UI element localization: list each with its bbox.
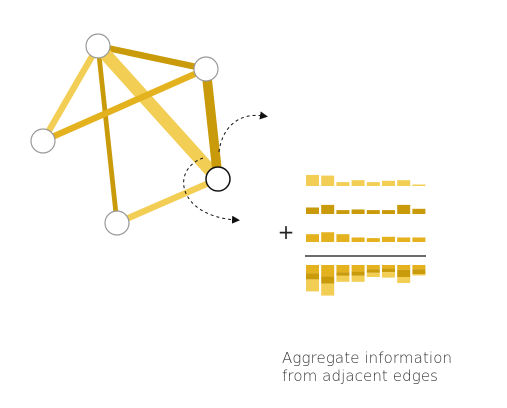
graph-edge: [39, 65, 210, 145]
aggregate-bar: [336, 275, 350, 282]
center-node: [205, 166, 231, 192]
graph-edge: [113, 175, 222, 227]
feature-bar: [382, 236, 395, 242]
aggregate-bar: [366, 265, 380, 270]
aggregate-bar: [382, 268, 395, 273]
aggregate-bar: [366, 269, 380, 273]
aggregate-bar: [306, 273, 319, 280]
feature-bar: [336, 182, 350, 186]
feature-bar: [321, 232, 335, 242]
plus-operator: +: [278, 220, 295, 244]
edge-feature-bars: [306, 174, 426, 242]
feature-bar: [397, 204, 411, 214]
aggregate-bar: [397, 265, 411, 270]
feature-bar: [412, 184, 426, 186]
aggregate-bar: [412, 265, 426, 270]
feature-bar: [321, 175, 335, 186]
feature-bar: [306, 174, 319, 186]
aggregate-bar: [351, 271, 365, 276]
curved-arrow-upper: [218, 111, 268, 153]
graph-edge: [39, 42, 102, 145]
graph-edge: [95, 43, 120, 226]
feature-bar: [306, 234, 319, 242]
aggregate-bar: [397, 269, 411, 277]
aggregate-bar: [397, 277, 411, 283]
aggregate-bar: [306, 279, 319, 292]
feature-bar: [336, 210, 350, 214]
graph-node: [30, 128, 56, 154]
rotation-arrows: [183, 111, 268, 224]
aggregate-bar: [306, 265, 319, 274]
caption-line-1: Aggregate information: [282, 349, 453, 367]
feature-bar: [412, 237, 426, 242]
aggregate-bar: [412, 274, 426, 276]
aggregate-bar: [351, 275, 365, 282]
feature-bar: [397, 237, 411, 242]
feature-bar: [321, 204, 335, 214]
aggregate-bar: [336, 272, 350, 276]
feature-bar: [382, 210, 395, 214]
aggregate-bar: [351, 265, 365, 272]
graph-edges: [39, 39, 225, 227]
graph-nodes: [30, 33, 231, 236]
feature-bar: [306, 207, 319, 214]
feature-bar: [366, 182, 380, 186]
graph-edge: [94, 42, 210, 73]
aggregate-bar: [366, 272, 380, 277]
aggregate-bar: [321, 265, 335, 277]
graph-node: [193, 56, 219, 82]
graph-edge: [201, 64, 223, 184]
feature-bar: [412, 208, 426, 214]
aggregate-bar: [382, 265, 395, 269]
caption: Aggregate information from adjacent edge…: [282, 349, 452, 385]
curved-arrow-lower: [183, 157, 240, 224]
graph-edge: [91, 39, 225, 186]
aggregate-bar: [321, 276, 335, 284]
graph-node: [85, 33, 111, 59]
aggregate-bar: [382, 272, 395, 278]
aggregated-feature-bars: [306, 265, 426, 296]
feature-bar: [351, 237, 365, 242]
aggregate-bar: [336, 265, 350, 273]
feature-bar: [366, 210, 380, 214]
aggregate-bar: [412, 269, 426, 274]
feature-bar: [351, 180, 365, 186]
feature-bar: [351, 209, 365, 214]
feature-bar: [366, 238, 380, 242]
feature-bar: [397, 180, 411, 186]
feature-bar: [336, 234, 350, 242]
feature-bar: [382, 180, 395, 186]
aggregate-bar: [321, 283, 335, 296]
caption-line-2: from adjacent edges: [282, 367, 439, 385]
graph-node: [104, 210, 130, 236]
